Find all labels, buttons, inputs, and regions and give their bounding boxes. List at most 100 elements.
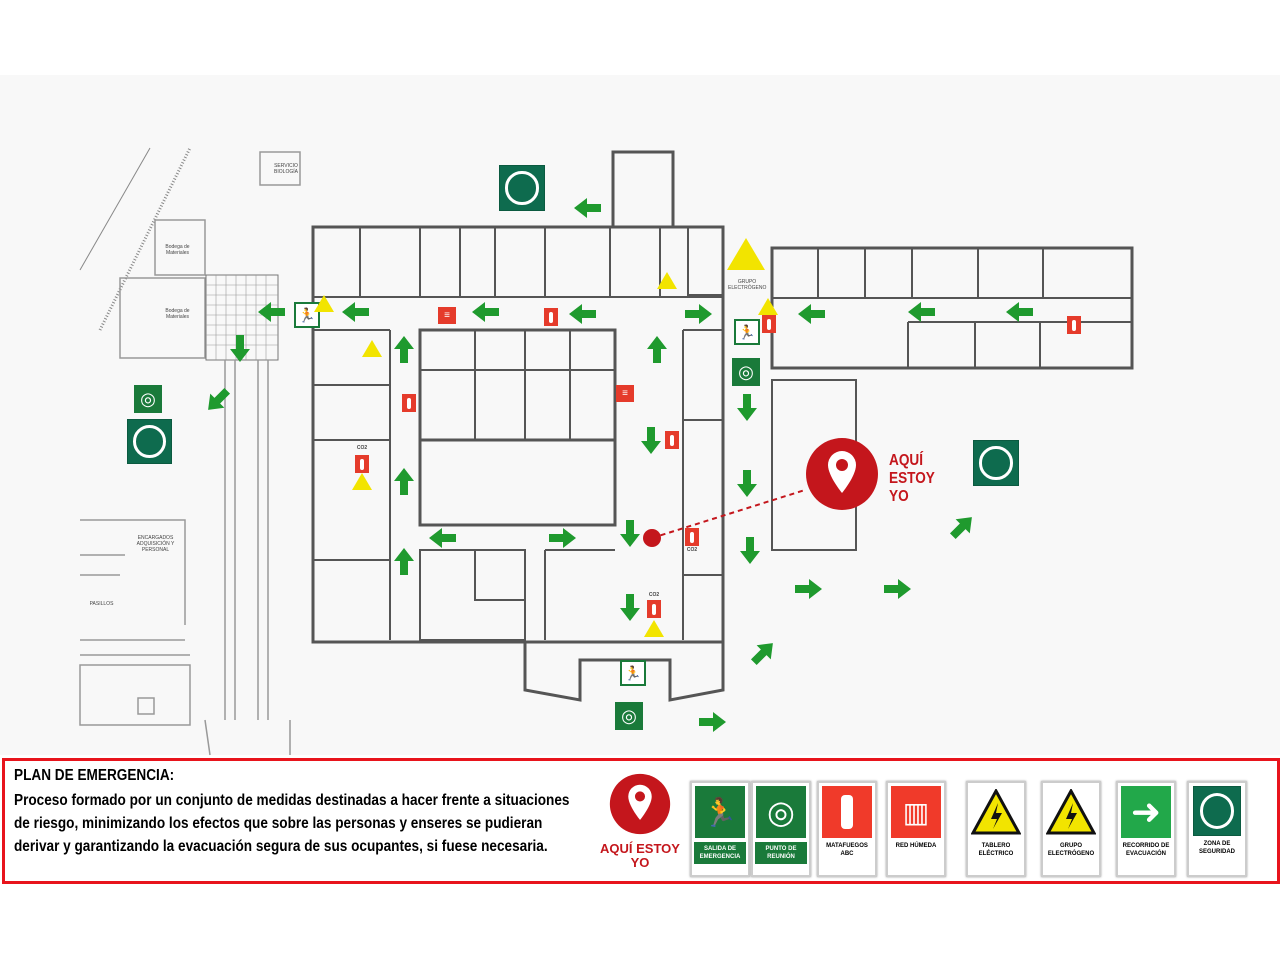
electrical-hazard-icon <box>644 620 664 637</box>
legend-sign-safety-zone: ZONA DE SEGURIDAD <box>1187 781 1247 877</box>
evacuation-arrow-icon: ➜ <box>1121 786 1171 838</box>
legend-sign-label: RED HÚMEDA <box>895 843 937 849</box>
fire-extinguisher-icon <box>402 394 416 412</box>
room-label-grupo-electrogeno: GRUPO ELECTRÓGENO <box>728 279 767 291</box>
evacuation-arrow-icon <box>739 535 761 565</box>
evacuation-arrow-icon <box>646 335 668 365</box>
room-label-bodega: Bodega de Materiales <box>165 308 190 320</box>
legend-sign-label: PUNTO DE REUNIÓN <box>755 842 807 864</box>
fire-hose-icon: ≡ <box>616 385 634 402</box>
emergency-exit-icon: 🏃 <box>734 319 760 345</box>
legend-title: PLAN DE EMERGENCIA: <box>14 767 175 784</box>
fire-extinguisher-icon <box>544 308 558 326</box>
fire-extinguisher-icon <box>822 786 872 838</box>
legend-sign-meeting-point: ◎ PUNTO DE REUNIÓN <box>751 781 811 877</box>
fire-extinguisher-icon <box>355 455 369 473</box>
electrical-hazard-icon <box>758 298 778 315</box>
fire-extinguisher-icon <box>647 600 661 618</box>
safety-zone-icon <box>973 440 1019 486</box>
legend-sign-evacuation-route: ➜ RECORRIDO DE EVACUACIÓN <box>1116 781 1176 877</box>
fire-extinguisher-icon <box>685 528 699 546</box>
evacuation-arrow-icon <box>428 527 458 549</box>
evacuation-arrow-icon <box>619 592 641 622</box>
fire-extinguisher-icon <box>762 315 776 333</box>
evacuation-arrow-icon <box>393 547 415 577</box>
evacuation-arrow-icon <box>882 578 912 600</box>
electrical-hazard-icon <box>314 295 334 312</box>
fire-hose-icon: ▥ <box>891 786 941 838</box>
evacuation-arrow-icon <box>697 711 727 733</box>
evacuation-arrow-icon <box>640 425 662 455</box>
evacuation-arrow-icon <box>229 333 251 363</box>
legend-description: Proceso formado por un conjunto de medid… <box>14 792 570 855</box>
co2-label: CO2 <box>686 547 698 553</box>
evacuation-arrow-icon <box>683 303 713 325</box>
legend-sign-label: GRUPO ELECTRÓGENO <box>1047 843 1095 857</box>
legend-sign-label: RECORRIDO DE EVACUACIÓN <box>1122 843 1170 857</box>
electrical-hazard-icon <box>657 272 677 289</box>
emergency-exit-icon: 🏃 <box>620 660 646 686</box>
electrical-hazard-icon <box>727 238 765 270</box>
electrical-hazard-icon <box>1046 786 1096 838</box>
you-are-here-line: ESTOY <box>889 470 935 487</box>
electrical-hazard-icon <box>352 473 372 490</box>
electrical-hazard-icon <box>362 340 382 357</box>
evacuation-arrow-icon <box>341 301 371 323</box>
evacuation-arrow-icon <box>573 197 603 219</box>
you-are-here-line: AQUÍ <box>889 452 923 469</box>
meeting-point-icon: ◎ <box>615 702 643 730</box>
fire-extinguisher-icon <box>665 431 679 449</box>
meeting-point-icon: ◎ <box>732 358 760 386</box>
fire-hose-icon: ≡ <box>438 307 456 324</box>
legend-sign-label: TABLERO ELÉCTRICO <box>978 843 1014 857</box>
legend-sign-emergency-exit: 🏃 SALIDA DE EMERGENCIA <box>690 781 750 877</box>
meeting-point-icon: ◎ <box>756 786 806 838</box>
location-pin-icon <box>609 773 671 835</box>
evacuation-arrow-icon <box>797 303 827 325</box>
co2-label: CO2 <box>648 592 660 598</box>
evacuation-arrow-icon <box>736 392 758 422</box>
evacuation-arrow-icon <box>1005 301 1035 323</box>
room-label-biologia: SERVICIO BIOLOGÍA <box>274 163 298 175</box>
evacuation-arrow-icon <box>393 467 415 497</box>
legend-you-are-here: AQUÍ ESTOY YO <box>595 773 685 870</box>
legend-sign-fire-hose: ▥ RED HÚMEDA <box>886 781 946 877</box>
evacuation-arrow-icon <box>471 301 501 323</box>
legend-sign-electrical-panel: TABLERO ELÉCTRICO <box>966 781 1026 877</box>
evacuation-arrow-icon <box>393 335 415 365</box>
room-label-bodega: Bodega de Materiales <box>165 244 190 256</box>
legend-sign-label: ZONA DE SEGURIDAD <box>1198 841 1235 855</box>
emergency-exit-icon: 🏃 <box>695 786 745 838</box>
building-walls <box>79 147 1134 756</box>
evacuation-arrow-icon <box>736 468 758 498</box>
legend-pin-label: AQUÍ ESTOY YO <box>600 841 680 870</box>
evacuation-arrow-icon <box>619 518 641 548</box>
room-label-pasillos: PASILLOS <box>89 601 114 607</box>
safety-zone-icon <box>127 419 172 464</box>
room-label-encargados: ENCARGADOS ADQUISICIÓN Y PERSONAL <box>136 535 175 553</box>
evacuation-arrow-icon <box>745 635 782 672</box>
current-location-dot <box>643 529 661 547</box>
evacuation-arrow-icon <box>793 578 823 600</box>
evacuation-arrow-icon <box>547 527 577 549</box>
electrical-hazard-icon <box>971 786 1021 838</box>
you-are-here-label: AQUÍ ESTOY YO <box>889 452 935 506</box>
evacuation-arrow-icon <box>200 382 237 419</box>
meeting-point-icon: ◎ <box>134 385 162 413</box>
location-pin-icon <box>805 438 879 514</box>
floor-plan <box>0 75 1280 756</box>
you-are-here-line: YO <box>889 488 909 505</box>
legend-sign-label: SALIDA DE EMERGENCIA <box>694 842 746 864</box>
legend-sign-generator: GRUPO ELECTRÓGENO <box>1041 781 1101 877</box>
safety-zone-icon <box>499 165 545 211</box>
evacuation-arrow-icon <box>944 509 981 546</box>
co2-label: CO2 <box>356 445 368 451</box>
fire-extinguisher-icon <box>1067 316 1081 334</box>
safety-zone-icon <box>1193 786 1241 836</box>
evacuation-arrow-icon <box>907 301 937 323</box>
evacuation-arrow-icon <box>568 303 598 325</box>
legend-sign-label: MATAFUEGOS ABC <box>826 843 868 857</box>
evacuation-arrow-icon <box>257 301 287 323</box>
legend-panel: PLAN DE EMERGENCIA: Proceso formado por … <box>2 758 1280 884</box>
legend-sign-fire-extinguisher: MATAFUEGOS ABC <box>817 781 877 877</box>
